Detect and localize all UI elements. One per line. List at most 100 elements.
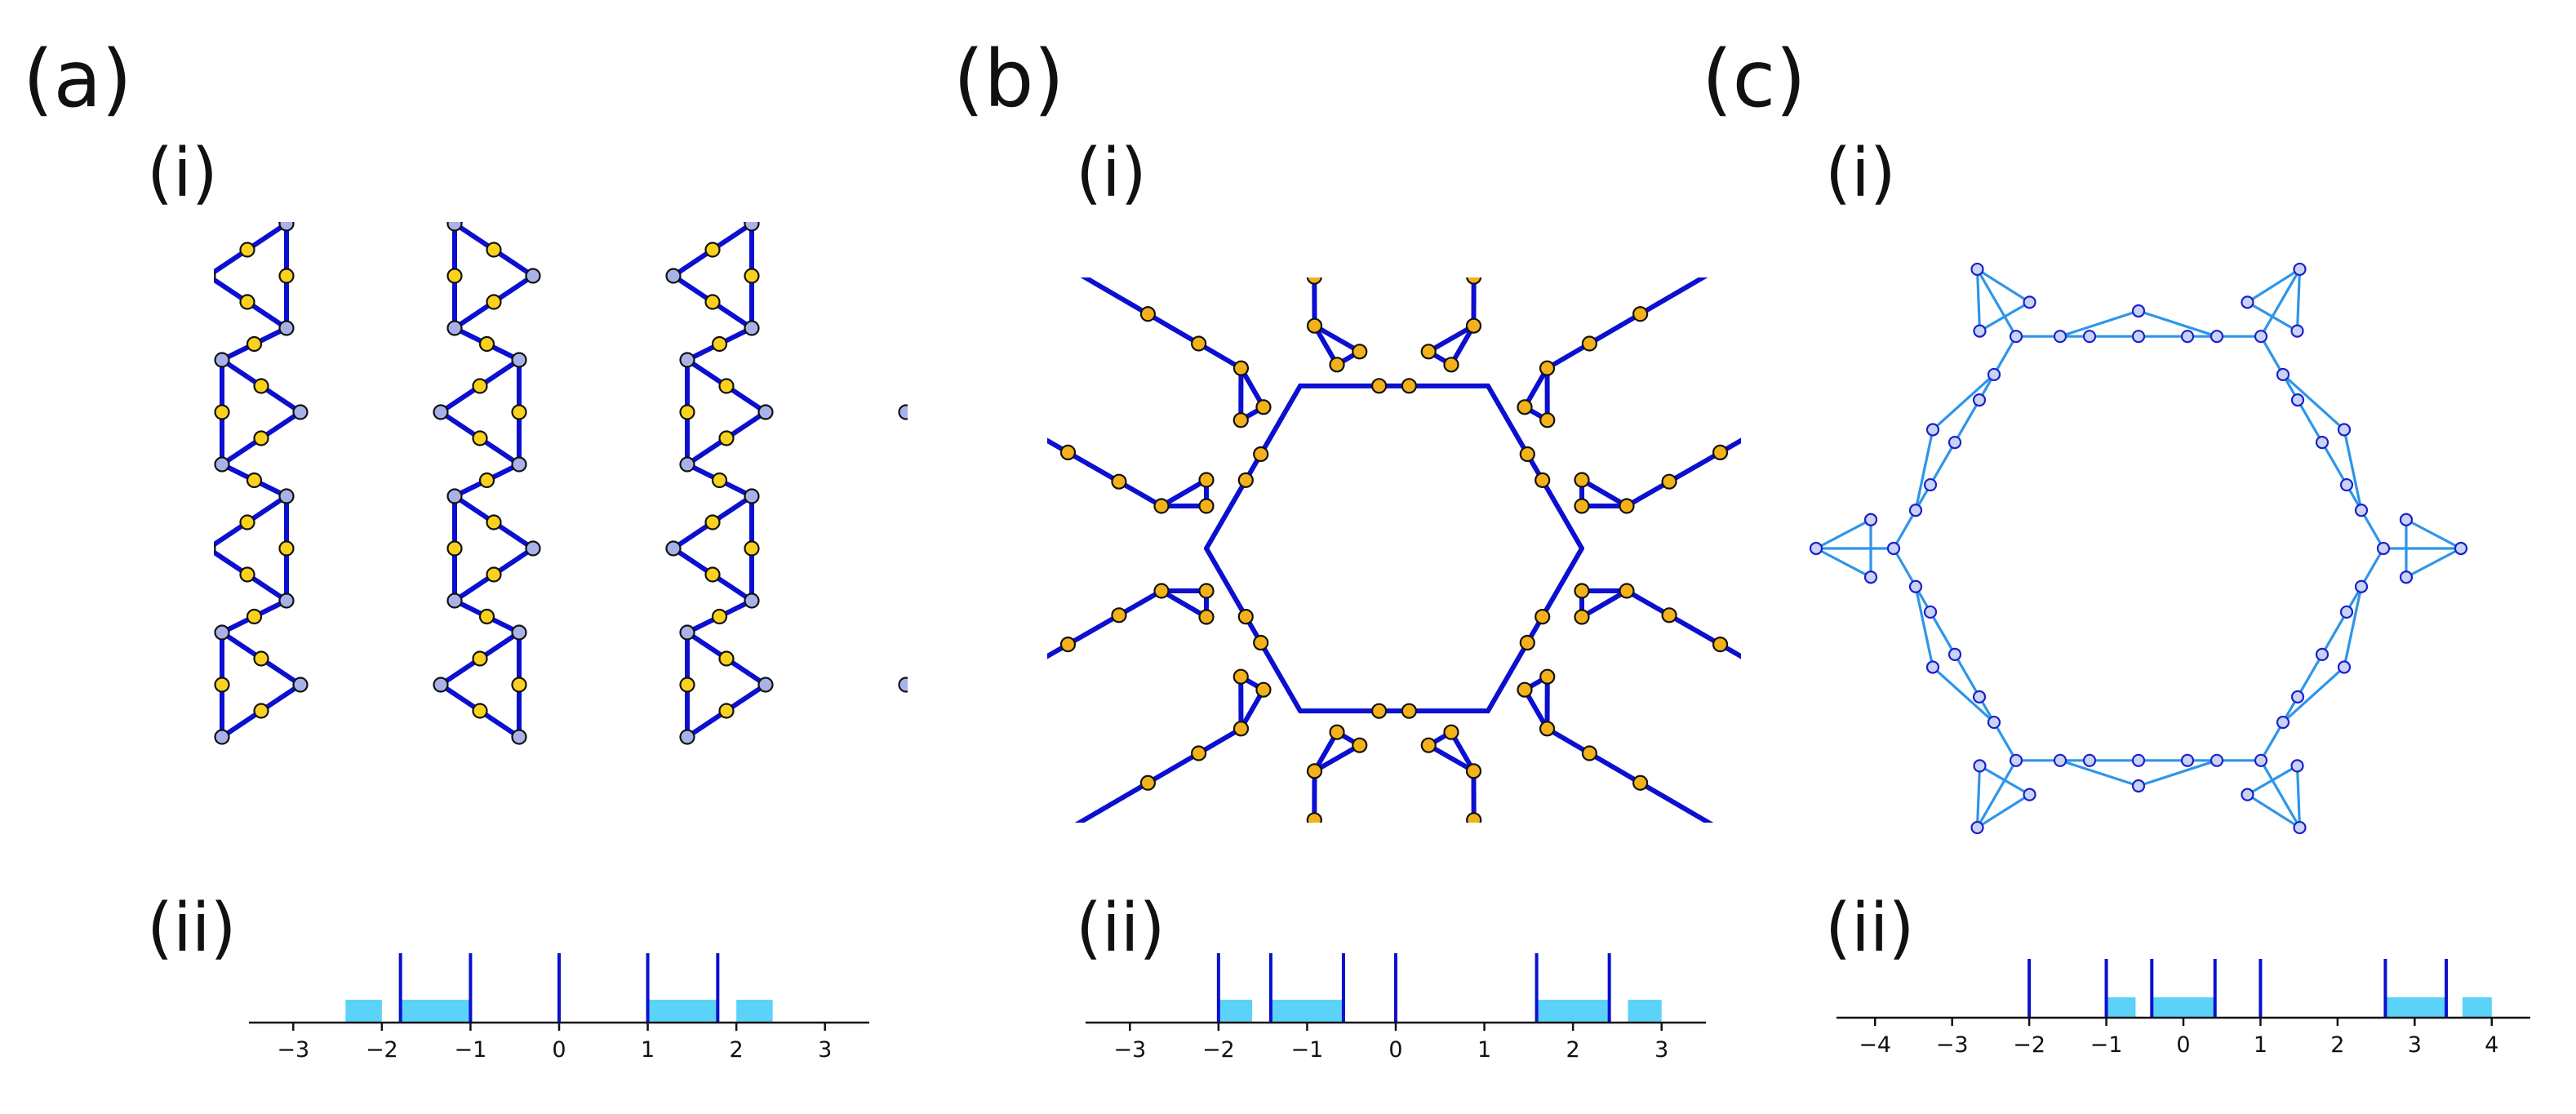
lattice-node bbox=[1619, 498, 1635, 514]
lattice-node bbox=[679, 624, 695, 641]
lattice-node bbox=[478, 335, 495, 353]
lattice-node bbox=[2293, 820, 2307, 835]
lattice-node bbox=[214, 456, 230, 473]
lattice-node bbox=[1418, 243, 1432, 257]
lattice-edge bbox=[1914, 428, 1934, 512]
lattice-node bbox=[446, 320, 463, 336]
lattice-node bbox=[1379, 322, 1392, 335]
lattice-node bbox=[913, 490, 927, 504]
lattice-node bbox=[1329, 357, 1345, 373]
lattice-node bbox=[679, 352, 695, 368]
spectrum-band bbox=[2106, 997, 2136, 1018]
lattice-node bbox=[8, 652, 22, 666]
lattice-edge bbox=[687, 140, 766, 192]
lattice-node bbox=[47, 133, 61, 147]
lattice-node bbox=[939, 379, 953, 393]
spectrum-tick-label: −2 bbox=[1202, 1037, 1235, 1063]
lattice-node bbox=[1232, 668, 1249, 685]
lattice-node bbox=[1987, 367, 2001, 382]
lattice-node bbox=[239, 242, 255, 258]
lattice-node bbox=[2131, 330, 2146, 344]
panel-a-label: (a) bbox=[23, 33, 132, 125]
lattice-node bbox=[246, 472, 263, 489]
lattice-node bbox=[472, 650, 488, 667]
lattice-node bbox=[1111, 473, 1127, 490]
lattice-node bbox=[759, 133, 773, 147]
lattice-node bbox=[1418, 568, 1432, 582]
lattice-node bbox=[718, 430, 735, 446]
spectrum-band bbox=[400, 1000, 471, 1023]
lattice-edge bbox=[0, 140, 54, 192]
lattice-node bbox=[718, 703, 735, 719]
lattice-edge bbox=[904, 408, 908, 415]
lattice-node bbox=[1923, 477, 1938, 492]
lattice-edge bbox=[1047, 437, 1164, 508]
lattice-node bbox=[718, 650, 735, 667]
lattice-node bbox=[1352, 344, 1368, 360]
panel-b-network-label: (i) bbox=[1076, 135, 1147, 212]
spectrum-tick-label: 3 bbox=[2408, 1032, 2422, 1058]
lattice-node bbox=[1132, 269, 1146, 283]
lattice-node bbox=[214, 352, 230, 368]
lattice-node bbox=[1611, 353, 1625, 367]
lattice-node bbox=[939, 432, 953, 446]
lattice-node bbox=[720, 159, 734, 173]
lattice-node bbox=[434, 133, 448, 147]
lattice-edge bbox=[920, 192, 984, 224]
lattice-node bbox=[1661, 473, 1677, 490]
lattice-edge bbox=[2405, 518, 2463, 550]
lattice-node bbox=[1237, 472, 1254, 488]
lattice-node bbox=[1539, 721, 1556, 737]
lattice-node bbox=[1574, 498, 1590, 514]
lattice-node bbox=[1650, 652, 1664, 666]
lattice-node bbox=[1198, 583, 1215, 599]
panel-c-label: (c) bbox=[1702, 33, 1806, 125]
lattice-node bbox=[953, 295, 966, 309]
lattice-edge bbox=[1047, 588, 1164, 659]
lattice-node bbox=[47, 185, 61, 199]
lattice-node bbox=[1611, 185, 1625, 199]
lattice-node bbox=[1255, 399, 1272, 415]
lattice-node bbox=[214, 543, 216, 554]
lattice-node bbox=[2290, 324, 2304, 338]
lattice-node bbox=[1712, 636, 1729, 653]
lattice-node bbox=[1611, 81, 1625, 95]
lattice-edge bbox=[1975, 268, 1982, 333]
lattice-node bbox=[1224, 133, 1238, 147]
lattice-node bbox=[47, 730, 61, 744]
lattice-node bbox=[720, 107, 734, 121]
lattice-node bbox=[1185, 432, 1199, 446]
lattice-node bbox=[1237, 609, 1254, 625]
lattice-edge bbox=[1814, 518, 1872, 550]
lattice-edge bbox=[2295, 764, 2302, 829]
lattice-node bbox=[1443, 133, 1457, 147]
lattice-edge bbox=[0, 685, 54, 737]
lattice-node bbox=[913, 217, 927, 231]
lattice-edge bbox=[904, 682, 908, 689]
lattice-node bbox=[486, 566, 502, 583]
lattice-node bbox=[1232, 360, 1250, 376]
lattice-node bbox=[679, 677, 695, 693]
lattice-node bbox=[681, 133, 695, 147]
lattice-node bbox=[511, 677, 527, 693]
lattice-edge bbox=[1975, 268, 2032, 304]
lattice-node bbox=[1650, 379, 1664, 393]
lattice-node bbox=[1306, 763, 1323, 779]
lattice-edge bbox=[441, 87, 519, 140]
lattice-edge bbox=[1978, 300, 2032, 333]
lattice-node bbox=[478, 608, 495, 625]
lattice-node bbox=[744, 268, 760, 284]
lattice-node bbox=[15, 201, 29, 215]
lattice-edge bbox=[1624, 588, 1741, 659]
lattice-node bbox=[246, 335, 263, 353]
spectrum-band bbox=[1218, 1000, 1253, 1023]
lattice-node bbox=[1519, 634, 1535, 651]
lattice-node bbox=[898, 677, 908, 693]
lattice-node bbox=[239, 294, 255, 310]
lattice-node bbox=[61, 269, 75, 283]
lattice-node bbox=[1410, 201, 1424, 215]
lattice-edge bbox=[1312, 323, 1362, 354]
lattice-node bbox=[1185, 107, 1199, 121]
lattice-node bbox=[1401, 378, 1418, 394]
lattice-edge bbox=[2343, 428, 2363, 512]
